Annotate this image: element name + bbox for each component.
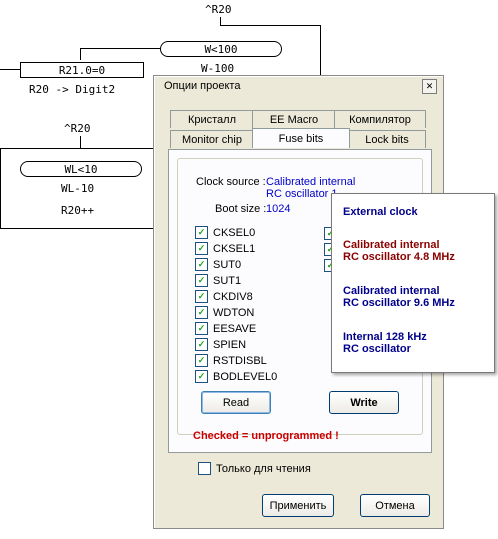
flowchart-label-r20-digit2: R20 -> Digit2 bbox=[29, 83, 116, 96]
fuse-label: SUT0 bbox=[213, 258, 242, 271]
clock-source-value-line1[interactable]: Calibrated internal bbox=[266, 176, 356, 188]
checkbox-checked-icon[interactable]: ✓ bbox=[195, 226, 208, 239]
checkbox-checked-icon[interactable]: ✓ bbox=[195, 258, 208, 271]
checkbox-checked-icon[interactable]: ✓ bbox=[195, 354, 208, 367]
tab-compiler[interactable]: Компилятор bbox=[334, 110, 426, 128]
clock-source-label: Clock source : bbox=[196, 176, 266, 188]
tab-fuse-bits[interactable]: Fuse bits bbox=[252, 128, 350, 148]
clock-source-value-line2[interactable]: RC oscillator 1 MHz bbox=[266, 188, 338, 201]
fuse-checkbox-row[interactable]: ✓ BODLEVEL0 bbox=[195, 369, 277, 384]
tab-ee-macro[interactable]: EE Macro bbox=[252, 110, 336, 128]
checkbox-checked-icon[interactable]: ✓ bbox=[195, 290, 208, 303]
checkbox-checked-icon[interactable]: ✓ bbox=[195, 338, 208, 351]
fuse-label: BODLEVEL0 bbox=[213, 370, 278, 383]
fuse-label: SPIEN bbox=[213, 338, 247, 351]
cancel-button[interactable]: Отмена bbox=[360, 494, 430, 517]
dropdown-option-external-clock[interactable]: External clock bbox=[343, 206, 418, 218]
readonly-checkbox-row[interactable]: Только для чтения bbox=[198, 462, 311, 475]
checkbox-checked-icon[interactable]: ✓ bbox=[195, 306, 208, 319]
fuse-label: CKDIV8 bbox=[213, 290, 253, 303]
fuse-label: SUT1 bbox=[213, 274, 242, 287]
readonly-label: Только для чтения bbox=[216, 462, 311, 475]
fuse-label: RSTDISBL bbox=[213, 354, 267, 367]
write-button[interactable]: Write bbox=[329, 391, 399, 414]
fuse-checkbox-row[interactable]: ✓ SUT1 bbox=[195, 273, 241, 288]
flowchart-node-r21: R21.0=0 bbox=[20, 62, 144, 78]
fuse-label: EESAVE bbox=[213, 322, 257, 335]
flowchart-label-r20-mid: ^R20 bbox=[64, 122, 91, 135]
flowchart-label-r20-inc: R20++ bbox=[61, 204, 95, 217]
fuse-label: CKSEL0 bbox=[213, 226, 256, 239]
checked-note: Checked = unprogrammed ! bbox=[193, 430, 339, 442]
apply-button[interactable]: Применить bbox=[262, 494, 334, 517]
close-icon[interactable]: ✕ bbox=[422, 79, 437, 94]
flowchart-label-w-minus-100: W-100 bbox=[201, 62, 235, 75]
fuse-label: WDTON bbox=[213, 306, 255, 319]
fuse-checkbox-row[interactable]: ✓ EESAVE bbox=[195, 321, 256, 336]
fuse-checkbox-row[interactable]: ✓ RSTDISBL bbox=[195, 353, 267, 368]
flowchart-label-r20-top: ^R20 bbox=[205, 3, 232, 16]
boot-size-label: Boot size : bbox=[215, 203, 267, 215]
checkbox-checked-icon[interactable]: ✓ bbox=[195, 274, 208, 287]
checkbox-checked-icon[interactable]: ✓ bbox=[195, 322, 208, 335]
checkbox-checked-icon[interactable]: ✓ bbox=[195, 370, 208, 383]
boot-size-value[interactable]: 1024 bbox=[266, 203, 291, 215]
fuse-checkbox-row[interactable]: ✓ CKSEL1 bbox=[195, 241, 255, 256]
fuse-label: CKSEL1 bbox=[213, 242, 256, 255]
tab-monitor-chip[interactable]: Monitor chip bbox=[170, 130, 254, 148]
fuse-checkbox-row[interactable]: ✓ SPIEN bbox=[195, 337, 246, 352]
fuse-checkbox-row[interactable]: ✓ CKSEL0 bbox=[195, 225, 255, 240]
flowchart-node-w-lt-100: W<100 bbox=[160, 41, 282, 57]
flowchart-node-wl-lt-10: WL<10 bbox=[20, 161, 142, 177]
fuse-checkbox-row[interactable]: ✓ SUT0 bbox=[195, 257, 241, 272]
checkbox-unchecked-icon[interactable] bbox=[198, 462, 211, 475]
flowchart-label-wl-minus-10: WL-10 bbox=[61, 182, 95, 195]
read-button[interactable]: Read bbox=[201, 391, 271, 414]
tab-kristall[interactable]: Кристалл bbox=[170, 110, 254, 128]
fuse-checkbox-row[interactable]: ✓ CKDIV8 bbox=[195, 289, 253, 304]
tab-lock-bits[interactable]: Lock bits bbox=[348, 130, 426, 148]
dialog-title: Опции проекта bbox=[164, 80, 241, 92]
fuse-checkbox-row[interactable]: ✓ WDTON bbox=[195, 305, 254, 320]
dialog-titlebar[interactable]: Опции проекта ✕ bbox=[154, 76, 443, 96]
checkbox-checked-icon[interactable]: ✓ bbox=[195, 242, 208, 255]
